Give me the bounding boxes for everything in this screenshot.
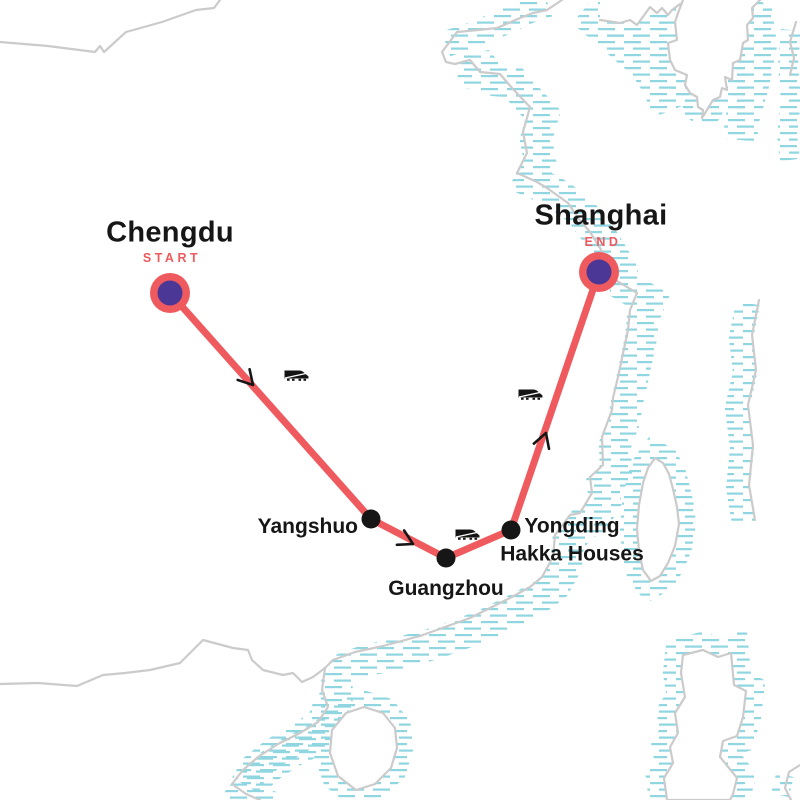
route-direction-arrow — [532, 431, 551, 451]
stop-dot-yongding-hakka-houses — [501, 520, 521, 540]
endpoint-marker-core — [586, 259, 612, 285]
stop-dot-yangshuo — [361, 509, 381, 529]
route-direction-arrow — [395, 529, 415, 547]
stop-dot-guangzhou — [436, 548, 456, 568]
train-icon — [518, 389, 543, 400]
endpoint-marker-core — [157, 280, 183, 306]
route-line — [166, 268, 603, 562]
train-icon — [284, 370, 309, 381]
train-icon — [455, 529, 480, 540]
endpoint-marker-chengdu — [150, 273, 190, 313]
endpoint-marker-shanghai — [579, 252, 619, 292]
route-direction-arrow — [236, 367, 255, 387]
